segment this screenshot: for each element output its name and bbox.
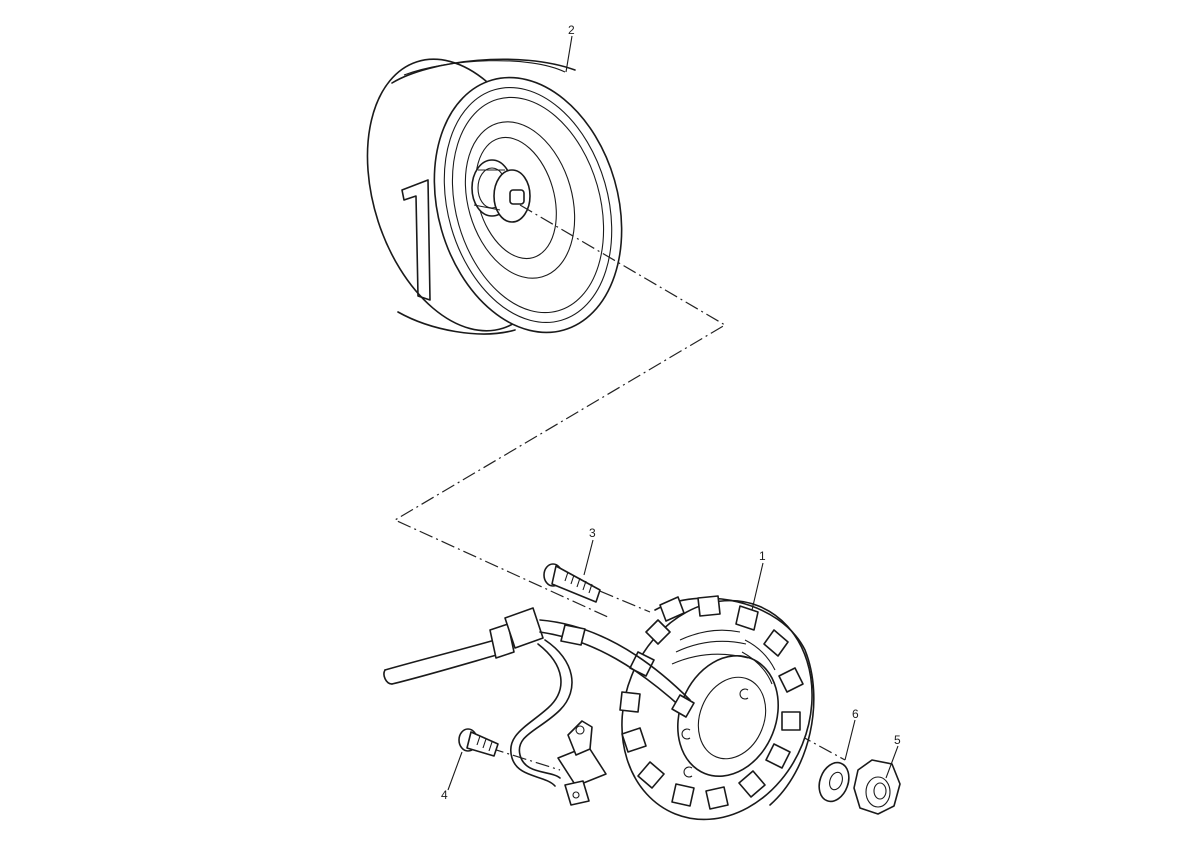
flywheel-rotor[interactable] bbox=[335, 35, 650, 354]
screw-part-3[interactable] bbox=[543, 563, 601, 603]
callout-3: 3 bbox=[589, 526, 596, 540]
callout-1: 1 bbox=[759, 549, 766, 563]
callout-4: 4 bbox=[441, 788, 448, 802]
wire-harness[interactable] bbox=[383, 607, 695, 787]
callout-6: 6 bbox=[852, 707, 859, 721]
nut-part-5[interactable] bbox=[853, 759, 901, 815]
callout-5: 5 bbox=[894, 733, 901, 747]
washer-part-6[interactable] bbox=[814, 758, 854, 805]
pickup-coil[interactable] bbox=[557, 720, 607, 806]
stator-assembly[interactable] bbox=[590, 572, 845, 845]
callout-2: 2 bbox=[568, 23, 575, 37]
screw-part-4[interactable] bbox=[458, 728, 499, 757]
callout-leaders bbox=[447, 35, 899, 791]
